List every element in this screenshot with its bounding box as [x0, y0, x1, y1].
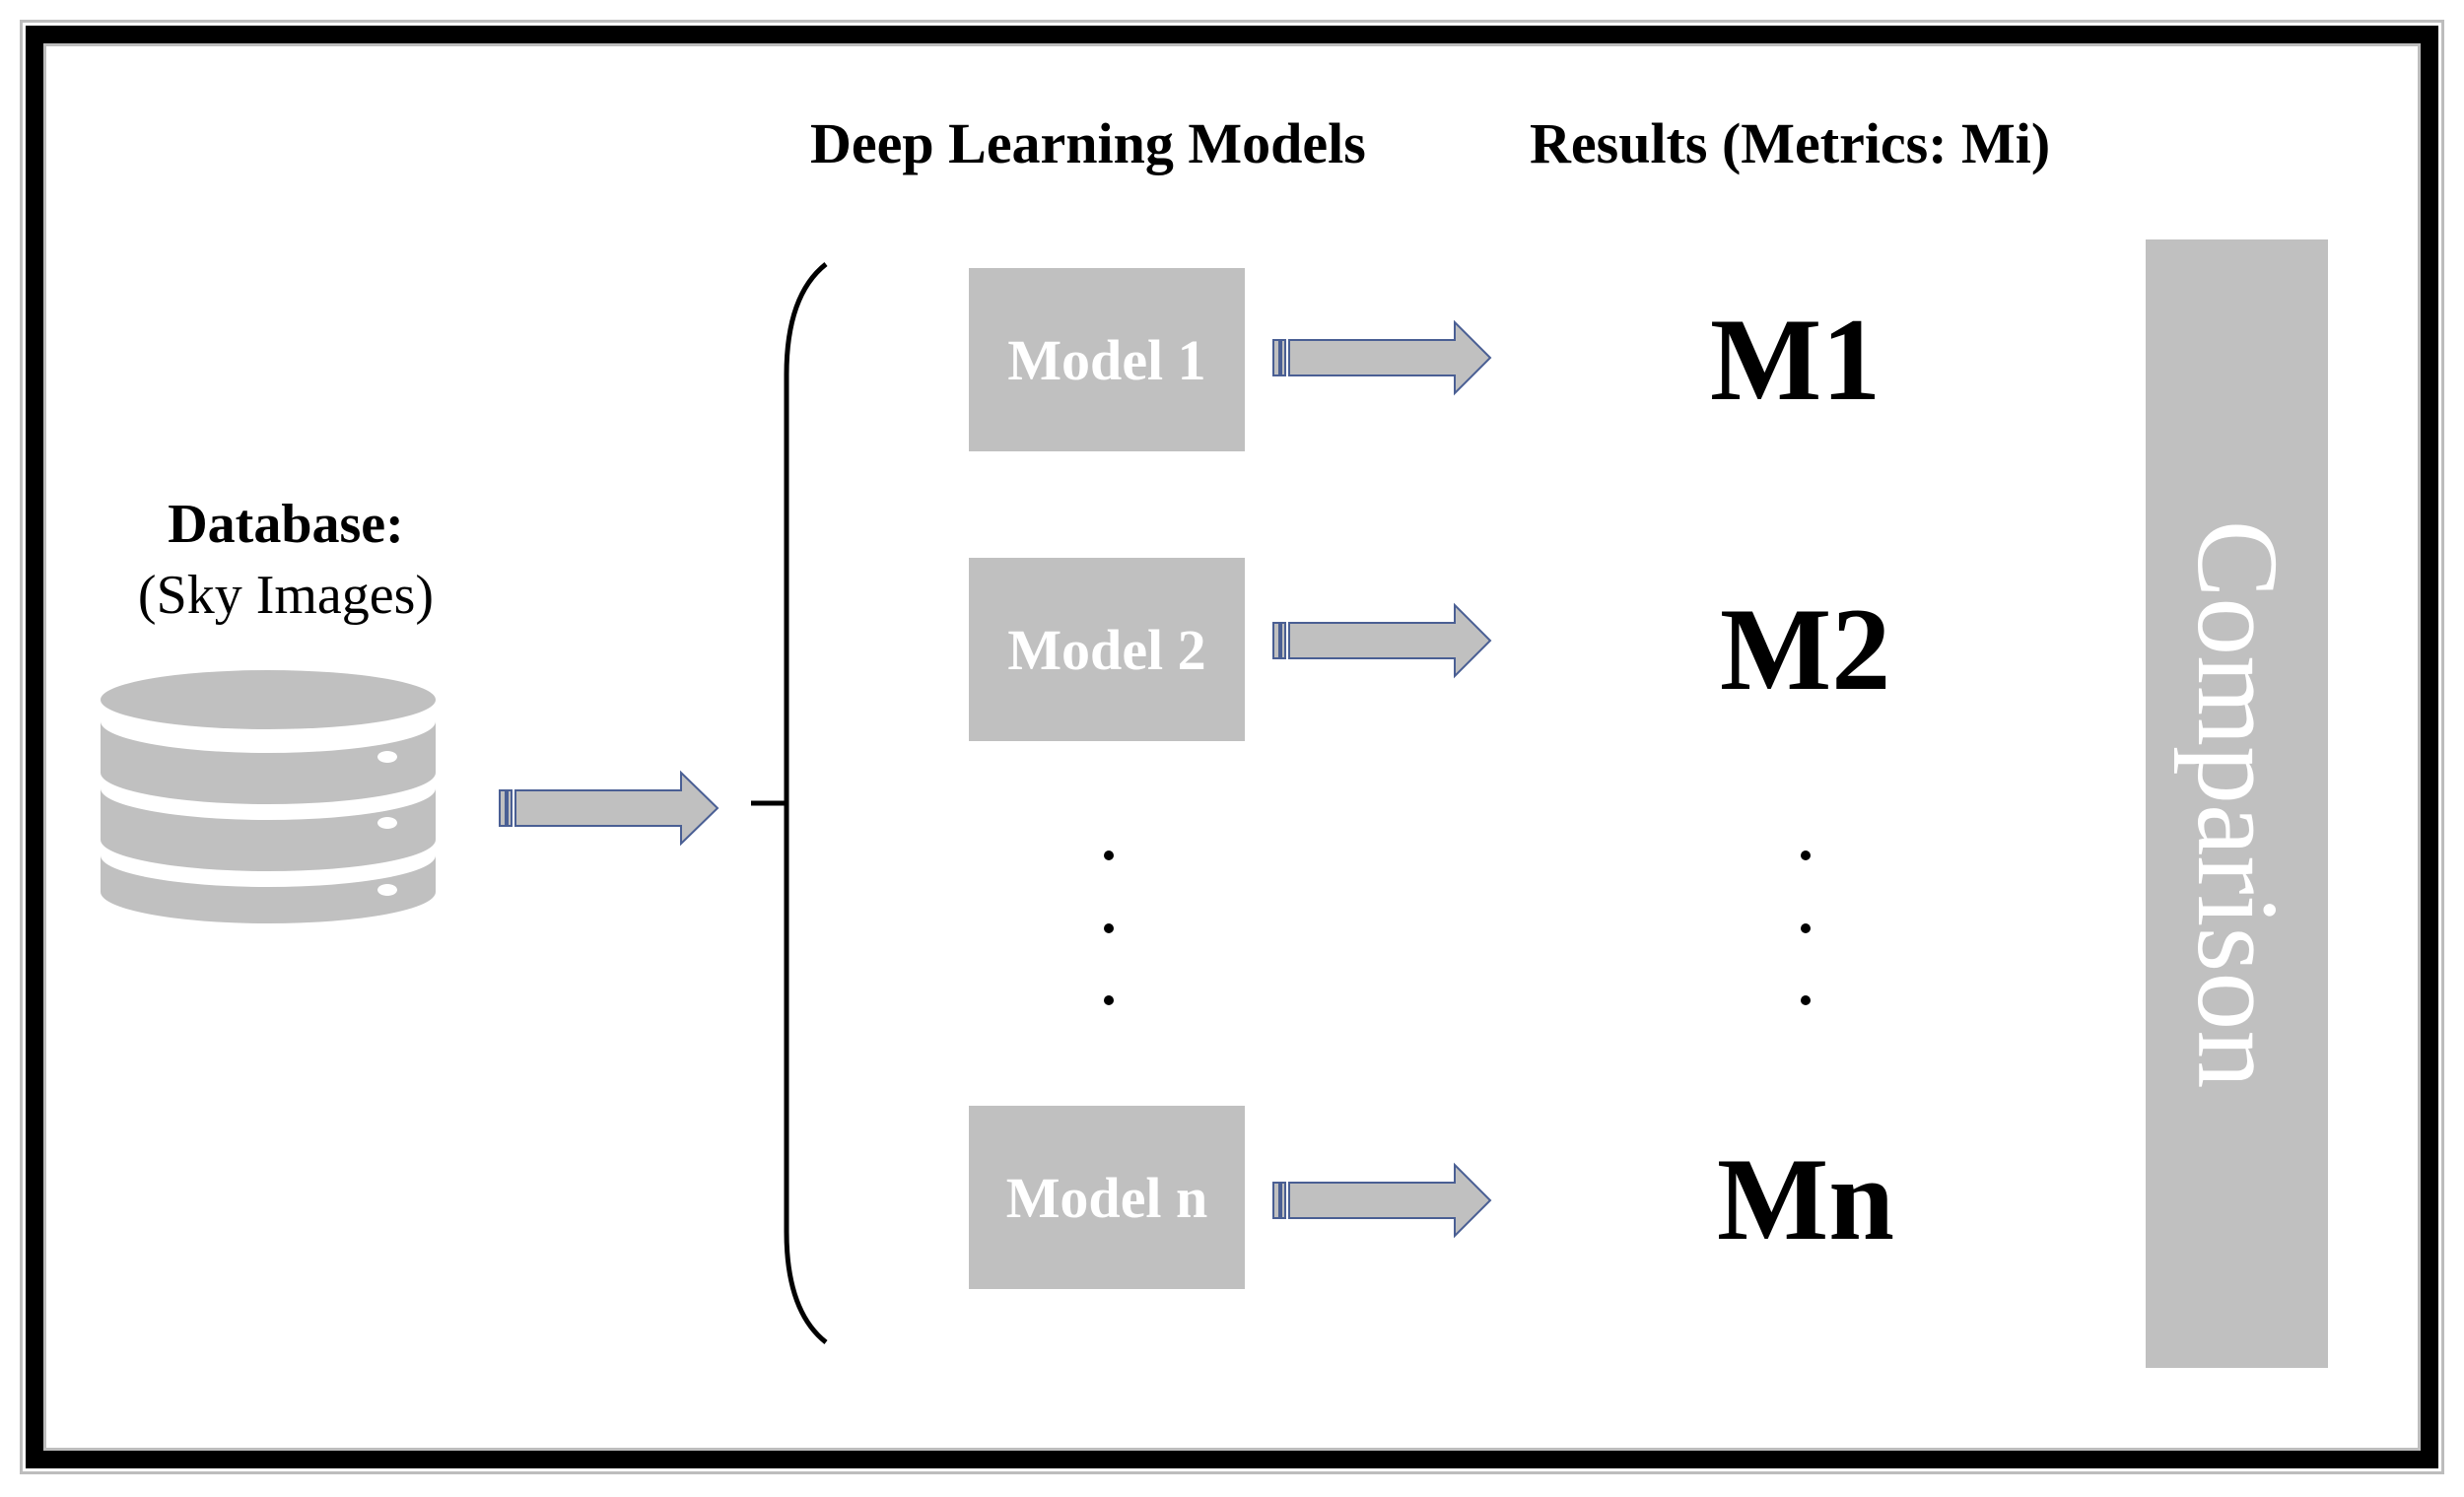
metric-m2: M2	[1720, 583, 1891, 714]
model-2-box: Model 2	[969, 558, 1245, 741]
metric-m1: M1	[1710, 294, 1882, 425]
metric-mn: Mn	[1717, 1133, 1894, 1264]
comparison-bar: Comparison	[2146, 239, 2328, 1368]
model-1-arrow	[1272, 319, 1492, 396]
model-2-arrow	[1272, 602, 1492, 679]
model-n-arrow	[1272, 1162, 1492, 1239]
database-to-models-arrow	[499, 770, 719, 847]
database-icon	[101, 670, 436, 923]
model-1-label: Model 1	[1007, 327, 1206, 392]
model-n-box: Model n	[969, 1106, 1245, 1289]
model-1-box: Model 1	[969, 268, 1245, 451]
results-column-header: Results (Metrics: Mi)	[1530, 111, 2051, 175]
database-subtitle: (Sky Images)	[137, 565, 435, 626]
diagram-border	[26, 26, 2438, 1468]
model-2-label: Model 2	[1007, 617, 1206, 682]
comparison-label: Comparison	[2172, 519, 2302, 1088]
models-brace	[751, 262, 828, 1344]
model-n-label: Model n	[1005, 1165, 1208, 1230]
database-title: Database:	[168, 494, 404, 555]
models-ellipsis	[1104, 851, 1114, 1005]
models-column-header: Deep Learning Models	[810, 111, 1366, 175]
metrics-ellipsis	[1801, 851, 1811, 1005]
inner-frame	[43, 43, 2421, 1451]
